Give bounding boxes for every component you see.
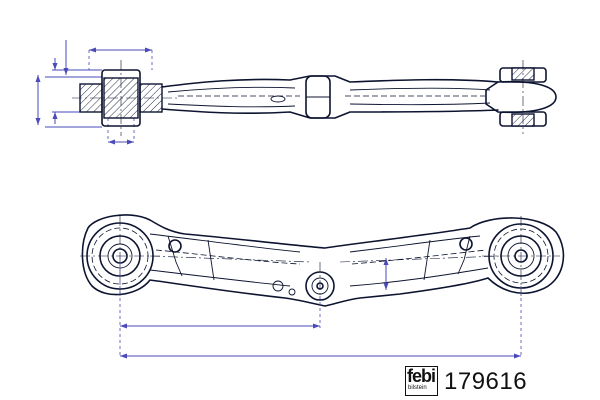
logo-subtext: bilstein	[408, 385, 427, 391]
mounting-hole-right	[459, 237, 473, 251]
mounting-hole-left	[168, 239, 182, 253]
logo-text: febi	[407, 366, 436, 386]
brand-logo: febi bilstein	[405, 366, 438, 396]
bottom-view-dimensions	[119, 256, 522, 359]
arm-outline	[81, 214, 565, 307]
right-ball-joint-eye	[482, 216, 560, 296]
center-boss	[305, 262, 335, 301]
right-ball-joint-side	[485, 60, 557, 134]
top-view-dimensions	[35, 40, 153, 145]
part-number: 179616	[444, 368, 528, 395]
top-view	[35, 40, 557, 145]
arm-body-side	[161, 75, 499, 119]
bottom-view	[80, 214, 565, 359]
logo-frame	[405, 366, 438, 396]
